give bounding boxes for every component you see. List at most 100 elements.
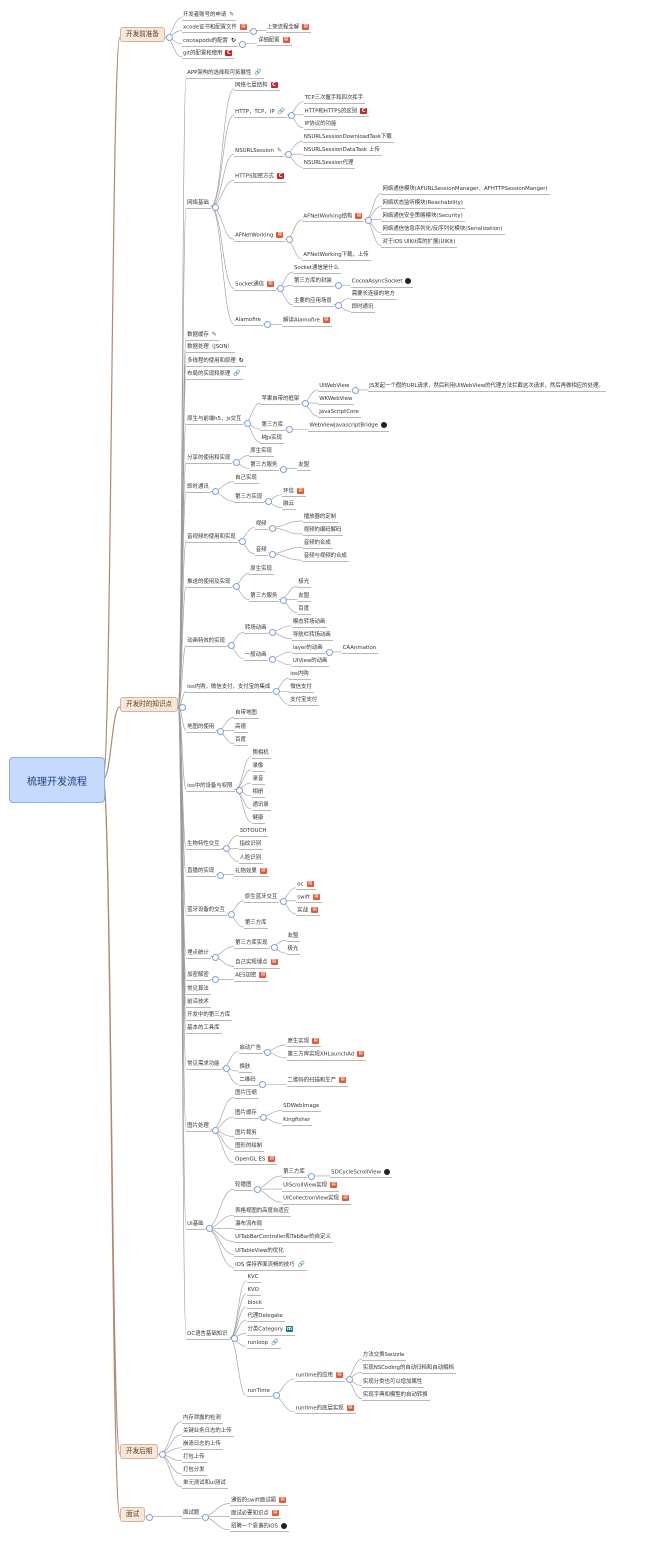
topic-node[interactable]: 单元测试和ui测试 <box>182 1480 228 1490</box>
topic-node[interactable]: 多线程的使用和原理↻ <box>186 357 246 367</box>
topic-node[interactable]: runloop🔗 <box>246 1339 281 1350</box>
topic-node[interactable]: CocoaAsyncSocket <box>350 278 414 288</box>
collapse-toggle[interactable] <box>230 1335 238 1343</box>
topic-node[interactable]: 主要的应用场景 <box>292 298 334 307</box>
collapse-toggle[interactable] <box>227 642 235 650</box>
collapse-toggle[interactable] <box>222 845 230 853</box>
topic-node[interactable]: 网络通信模块(AFURLSessionManager、AFHTTPSession… <box>381 186 550 196</box>
topic-node[interactable]: 原生与前端h5，js交互 <box>186 416 244 425</box>
collapse-toggle[interactable] <box>352 386 360 394</box>
topic-node[interactable]: 微信支付 <box>289 684 314 694</box>
topic-node[interactable]: 打包分发 <box>182 1467 207 1476</box>
topic-node[interactable]: 通讯录 <box>251 802 271 812</box>
collapse-toggle[interactable] <box>269 655 277 663</box>
topic-node[interactable]: 埋点统计 <box>186 950 211 959</box>
branch-node[interactable]: 面试 <box>120 1506 146 1522</box>
collapse-toggle[interactable] <box>302 400 310 408</box>
topic-node[interactable]: 直播的实现 <box>186 868 217 877</box>
topic-node[interactable]: 表格视图的高度自适应 <box>234 1208 292 1218</box>
topic-node[interactable]: 启动广告 <box>238 1045 264 1054</box>
topic-node[interactable]: 图片压缩 <box>234 1090 259 1100</box>
topic-node[interactable]: 常见算法 <box>186 986 211 995</box>
topic-node[interactable]: UICollectionView实现▤ <box>282 1195 351 1205</box>
branch-node[interactable]: 开发后期 <box>120 1444 159 1460</box>
topic-node[interactable]: 录音 <box>251 776 266 785</box>
topic-node[interactable]: 关键业务日志的上传 <box>182 1428 234 1437</box>
topic-node[interactable]: UIScrollView实现▤ <box>282 1182 340 1192</box>
topic-node[interactable]: 音频与视频的合成 <box>302 553 349 563</box>
collapse-toggle[interactable] <box>165 34 173 42</box>
topic-node[interactable]: NSURLSessionDownloadTask下载 <box>302 134 394 144</box>
topic-node[interactable]: 录像 <box>251 763 266 772</box>
collapse-toggle[interactable] <box>280 596 288 604</box>
topic-node[interactable]: xcode证书和配置文件▤ <box>182 23 249 34</box>
topic-node[interactable]: AFNetWorking▤ <box>234 232 286 242</box>
topic-node[interactable]: 转场动画 <box>243 625 269 635</box>
topic-node[interactable]: 方法交换Swizzle <box>361 1352 407 1362</box>
topic-node[interactable]: 前沿技术 <box>186 999 211 1008</box>
topic-node[interactable]: 音频的合成 <box>302 540 333 550</box>
collapse-toggle[interactable] <box>233 583 241 591</box>
collapse-toggle[interactable] <box>334 282 342 290</box>
topic-node[interactable]: SDCycleScrollView <box>330 1168 393 1179</box>
topic-node[interactable]: 解读Alamofire▤ <box>282 317 332 327</box>
topic-node[interactable]: 原生蓝牙交互 <box>243 894 280 903</box>
topic-node[interactable]: 照相机 <box>251 750 271 759</box>
topic-node[interactable]: 推送的使用及实现 <box>186 579 233 589</box>
topic-node[interactable]: IP协议的功能 <box>303 121 339 130</box>
topic-node[interactable]: 代理Delegate <box>246 1313 285 1323</box>
topic-node[interactable]: block <box>246 1300 264 1309</box>
collapse-toggle[interactable] <box>365 216 373 224</box>
topic-node[interactable]: OpenGL ES▤ <box>234 1155 278 1166</box>
topic-node[interactable]: JS发起一个假的URL请求，然后利用UIWebView的代理方法拦截这次请求，然… <box>368 383 606 392</box>
topic-node[interactable]: 换肤 <box>238 1064 253 1074</box>
topic-node[interactable]: 即时通讯 <box>186 484 211 494</box>
collapse-toggle[interactable] <box>211 976 219 984</box>
topic-node[interactable]: 基本的工具库 <box>186 1025 222 1034</box>
topic-node[interactable]: 网络通信安全策略模块(Security) <box>381 213 465 222</box>
topic-node[interactable]: AFNetWorking结构▤ <box>302 212 365 223</box>
topic-node[interactable]: 蓝牙设备的交互 <box>186 907 227 916</box>
topic-node[interactable]: 健康 <box>251 815 266 825</box>
topic-node[interactable]: 上架流程全解▤ <box>265 23 312 34</box>
topic-node[interactable]: 网络状态监听模块(Reachability) <box>381 200 465 209</box>
topic-node[interactable]: 实现NSCoding的自动归档和自动解档 <box>361 1365 456 1375</box>
branch-node[interactable]: 开发前准备 <box>120 27 165 43</box>
topic-node[interactable]: 二维码的扫描和生产▤ <box>286 1077 349 1087</box>
topic-node[interactable]: 图片裁剪 <box>234 1130 259 1139</box>
topic-node[interactable]: 视频 <box>254 521 269 530</box>
topic-node[interactable]: 生物特性交互 <box>186 841 222 851</box>
collapse-toggle[interactable] <box>270 943 278 951</box>
topic-node[interactable]: 一般动画 <box>243 652 269 661</box>
topic-node[interactable]: 需要长连接的地方 <box>350 291 397 301</box>
topic-node[interactable]: NSURLSessionDataTask 上传 <box>302 147 382 157</box>
topic-node[interactable]: WebViewJavascriptBridge <box>308 422 389 432</box>
topic-node[interactable]: 3DTOUCH <box>238 828 269 838</box>
topic-node[interactable]: 第三方库 <box>260 422 286 432</box>
topic-node[interactable]: 数据缓存✎ <box>186 331 219 341</box>
collapse-toggle[interactable] <box>280 465 288 473</box>
topic-node[interactable]: runTime <box>246 1388 272 1398</box>
topic-node[interactable]: 播放器的定制 <box>302 514 339 523</box>
topic-node[interactable]: 动画特效的实现 <box>186 638 227 648</box>
topic-node[interactable]: 内存泄露的检测 <box>182 1415 223 1424</box>
collapse-toggle[interactable] <box>259 1114 267 1121</box>
topic-node[interactable]: 原生实现 <box>249 566 274 576</box>
topic-node[interactable]: Kingfisher <box>282 1117 313 1126</box>
topic-node[interactable]: 第三方库实现XHLaunchAd▤ <box>286 1051 367 1061</box>
collapse-toggle[interactable] <box>284 151 292 159</box>
topic-node[interactable]: 第三方库 <box>243 920 269 930</box>
topic-node[interactable]: HTTP，TCP，IP🔗 <box>234 108 288 118</box>
collapse-toggle[interactable] <box>211 488 219 496</box>
topic-node[interactable]: 图形的绘制 <box>234 1143 265 1152</box>
topic-node[interactable]: JavaScriptCore <box>318 409 361 419</box>
topic-node[interactable]: 原生实现▤ <box>286 1037 322 1048</box>
topic-node[interactable]: 轮播图 <box>234 1182 254 1192</box>
topic-node[interactable]: UITableView的优化 <box>234 1248 286 1257</box>
topic-node[interactable]: 自己实现 <box>234 475 259 484</box>
topic-node[interactable]: Alamofire <box>234 317 264 327</box>
topic-node[interactable]: 加密解密 <box>186 972 211 982</box>
root-node[interactable]: 梳理开发流程 <box>9 757 105 803</box>
